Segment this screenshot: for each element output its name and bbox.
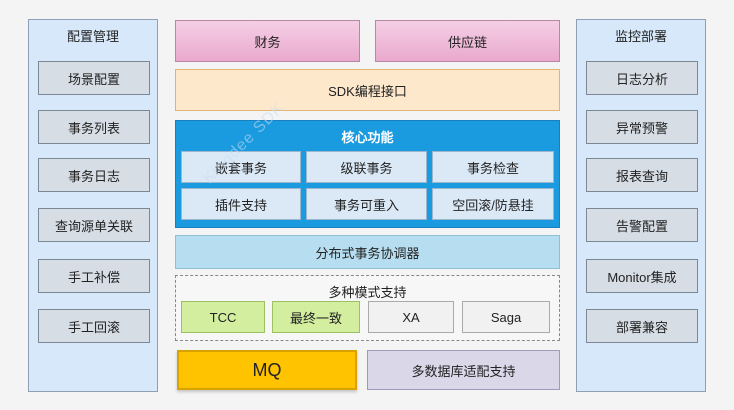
mode-xa: XA [368,301,454,333]
right-item-3: 告警配置 [586,208,698,242]
mode-eventual: 最终一致 [272,301,360,333]
mq-box: MQ [177,350,357,390]
right-item-2: 报表查询 [586,158,698,192]
mode-saga: Saga [462,301,550,333]
core-cell-5: 空回滚/防悬挂 [432,188,554,220]
left-item-3: 查询源单关联 [38,208,150,242]
modes-title: 多种模式支持 [328,285,407,300]
config-management-title: 配置管理 [66,29,119,44]
finance-box: 财务 [175,20,360,62]
monitor-deploy-panel: 监控部署 日志分析 异常预警 报表查询 告警配置 Monitor集成 部署兼容 [576,19,706,392]
left-item-0: 场景配置 [38,61,150,95]
left-item-1: 事务列表 [38,110,150,144]
right-item-0: 日志分析 [586,61,698,95]
core-cell-2: 事务检查 [432,151,554,183]
monitor-deploy-title: 监控部署 [614,29,667,44]
supply-chain-box: 供应链 [375,20,560,62]
sdk-interface-box: SDK编程接口 [175,69,560,111]
core-cell-1: 级联事务 [306,151,427,183]
left-item-2: 事务日志 [38,158,150,192]
core-functions-title: 核心功能 [341,130,394,145]
config-management-panel: 配置管理 场景配置 事务列表 事务日志 查询源单关联 手工补偿 手工回滚 [28,19,158,392]
mode-tcc: TCC [181,301,265,333]
core-functions-panel: 核心功能 嵌套事务 级联事务 事务检查 插件支持 事务可重入 空回滚/防悬挂 [175,120,560,228]
modes-panel: 多种模式支持 TCC 最终一致 XA Saga [175,275,560,341]
right-item-5: 部署兼容 [586,309,698,343]
coordinator-box: 分布式事务协调器 [175,235,560,269]
core-cell-3: 插件支持 [181,188,301,220]
left-item-5: 手工回滚 [38,309,150,343]
core-cell-4: 事务可重入 [306,188,427,220]
core-cell-0: 嵌套事务 [181,151,301,183]
right-item-1: 异常预警 [586,110,698,144]
left-item-4: 手工补偿 [38,259,150,293]
multi-db-box: 多数据库适配支持 [367,350,560,390]
right-item-4: Monitor集成 [586,259,698,293]
